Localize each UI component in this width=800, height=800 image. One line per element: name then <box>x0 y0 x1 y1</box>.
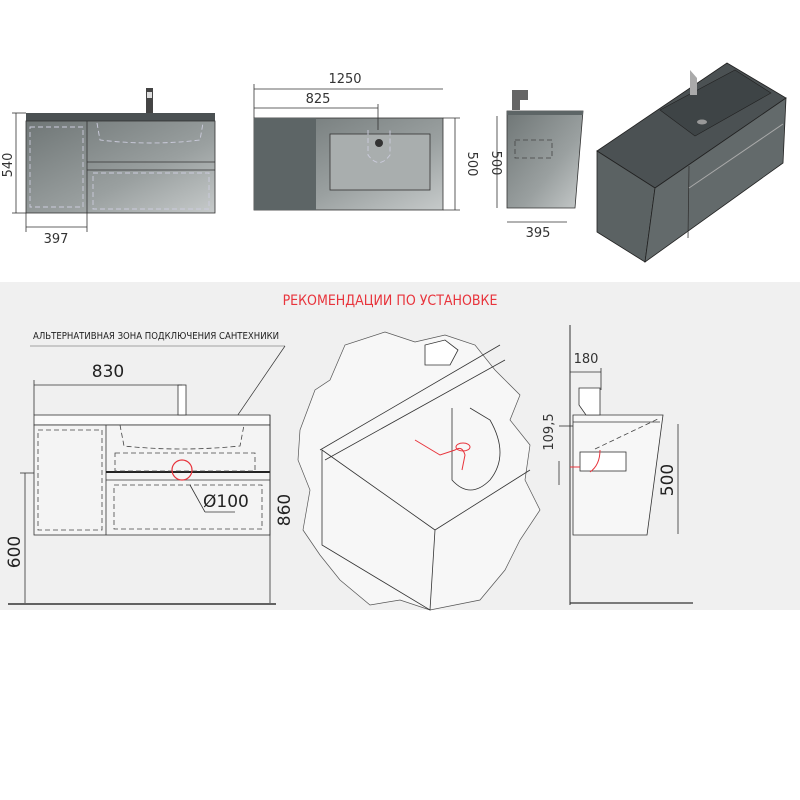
drain-zone-marker <box>171 459 193 481</box>
installation-title: РЕКОМЕНДАЦИИ ПО УСТАНОВКЕ <box>283 293 498 309</box>
install-side-view: 180 109,5 500 <box>542 325 693 605</box>
faucet-offset-label: 830 <box>92 362 124 382</box>
sink-offset-label: 825 <box>306 92 331 107</box>
side-drain-height-label: 109,5 <box>542 413 557 450</box>
side-height-label: 500 <box>488 151 503 176</box>
plan-view: 1250 825 500 <box>253 72 479 211</box>
side-depth-label: 395 <box>526 226 551 241</box>
top-height-label: 860 <box>275 494 295 526</box>
side-height-label: 500 <box>658 464 678 496</box>
faucet-icon <box>578 387 601 416</box>
detail-view <box>297 331 541 611</box>
drain-diameter-label: Ø100 <box>203 492 249 512</box>
bottom-height-label: 600 <box>5 536 25 568</box>
alt-zone-label: АЛЬТЕРНАТИВНАЯ ЗОНА ПОДКЛЮЧЕНИЯ САНТЕХНИ… <box>33 331 279 342</box>
depth-label: 500 <box>464 152 479 177</box>
faucet-icon <box>424 339 459 366</box>
faucet-icon <box>690 70 697 95</box>
section-width-label: 397 <box>44 232 69 247</box>
front-view: 540 397 <box>1 88 216 247</box>
total-width-label: 1250 <box>328 72 361 87</box>
faucet-icon <box>177 384 187 416</box>
height-label: 540 <box>1 153 16 178</box>
perspective-view <box>596 62 787 263</box>
faucet-icon <box>146 88 153 113</box>
side-faucet-depth-label: 180 <box>574 352 599 367</box>
install-front-view: 830 860 600 Ø100 <box>5 362 295 605</box>
side-view: 500 395 <box>488 90 584 241</box>
faucet-icon <box>512 90 528 110</box>
